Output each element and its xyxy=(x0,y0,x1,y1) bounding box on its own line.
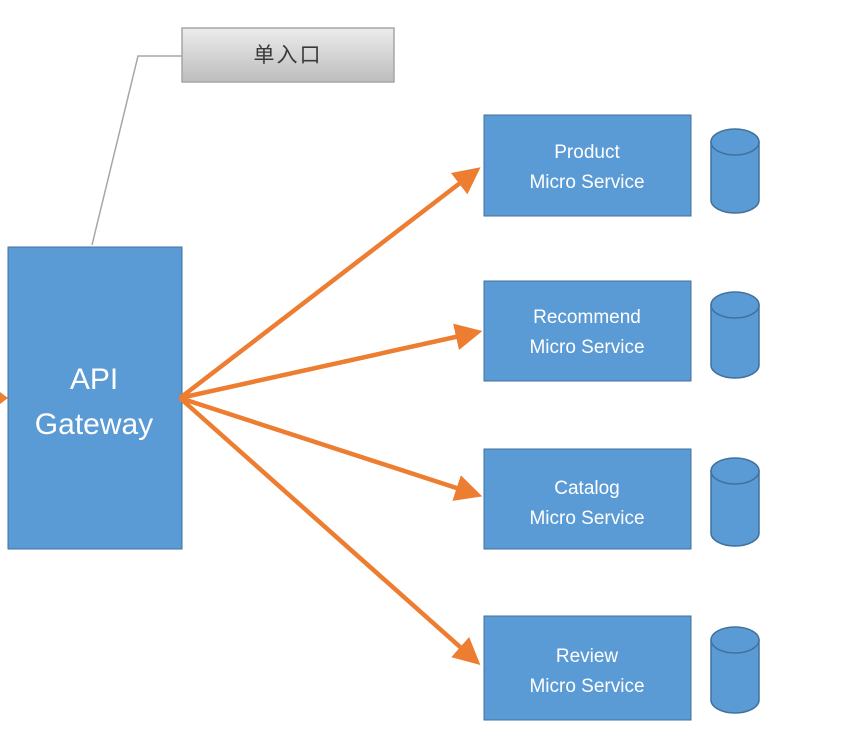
service-recommend: Recommend Micro Service xyxy=(483,280,692,382)
api-gateway-label-line1: API xyxy=(70,363,118,396)
arrow-to-recommend xyxy=(179,323,483,401)
service-type: Micro Service xyxy=(529,172,644,193)
entry-callout: 单入口 xyxy=(181,27,395,83)
service-box xyxy=(483,615,692,721)
database-icon xyxy=(710,291,760,379)
service-type: Micro Service xyxy=(529,676,644,697)
arrow-to-catalog xyxy=(179,395,483,501)
database-icon xyxy=(710,626,760,714)
service-name: Catalog xyxy=(554,478,620,499)
callout-box xyxy=(181,27,395,83)
service-type: Micro Service xyxy=(529,337,644,358)
service-name: Product xyxy=(554,142,620,163)
service-name: Recommend xyxy=(533,307,641,328)
service-type: Micro Service xyxy=(529,508,644,529)
service-catalog: Catalog Micro Service xyxy=(483,448,692,550)
api-gateway-box xyxy=(7,246,183,550)
service-box xyxy=(483,280,692,382)
service-review: Review Micro Service xyxy=(483,615,692,721)
service-box xyxy=(483,448,692,550)
database-icon xyxy=(710,457,760,547)
service-box xyxy=(483,114,692,217)
service-name: Review xyxy=(556,646,619,667)
routing-arrows xyxy=(178,167,483,665)
service-product: Product Micro Service xyxy=(483,114,692,217)
arrow-to-review xyxy=(178,396,481,665)
api-gateway: API Gateway xyxy=(7,246,183,550)
api-gateway-label-line2: Gateway xyxy=(35,408,153,441)
database-icon xyxy=(710,128,760,214)
arrow-to-product xyxy=(178,167,481,400)
callout-leader-line xyxy=(91,55,182,246)
callout-label: 单入口 xyxy=(254,43,323,67)
incoming-arrow xyxy=(0,392,8,404)
